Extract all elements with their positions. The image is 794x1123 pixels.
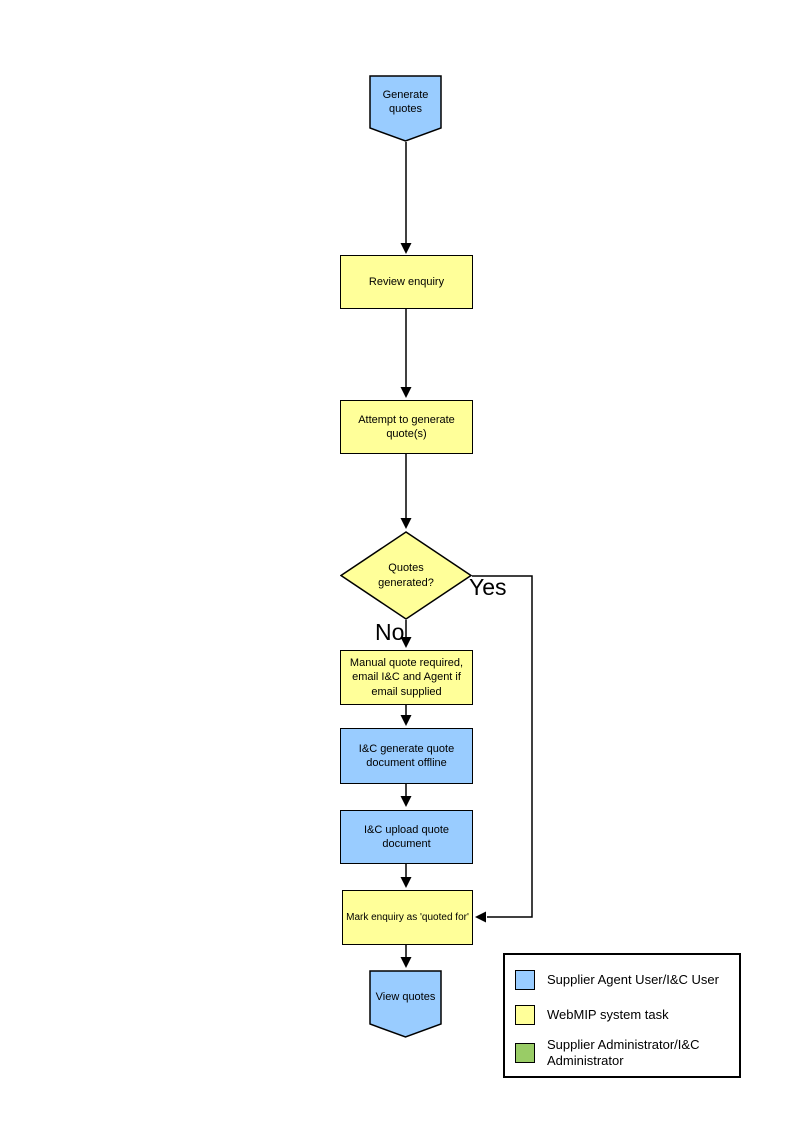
node-ic-upload-quote: I&C upload quote document [340, 810, 473, 864]
arrowhead-into-icupload [400, 796, 412, 807]
edge-no-label: No [375, 619, 405, 645]
edge-yes-label: Yes [469, 574, 507, 600]
node-label: Review enquiry [368, 275, 445, 288]
legend: Supplier Agent User/I&C User WebMIP syst… [503, 953, 741, 1078]
node-mark-enquiry-quoted: Mark enquiry as 'quoted for' [342, 890, 473, 945]
node-attempt-generate-quotes: Attempt to generate quote(s) [340, 400, 473, 454]
node-label: I&C generate quote document offline [358, 742, 455, 769]
legend-item-admin: Supplier Administrator/I&C Administrator [515, 1031, 735, 1075]
node-label: Generate quotes [382, 88, 429, 115]
node-label: View quotes [375, 991, 436, 1004]
legend-label: Supplier Administrator/I&C Administrator [547, 1036, 700, 1068]
arrowhead-into-attempt [400, 387, 412, 398]
legend-label: Supplier Agent User/I&C User [547, 971, 719, 987]
legend-label: WebMIP system task [547, 1006, 669, 1022]
arrowhead-into-mark [400, 877, 412, 888]
node-view-quotes: View quotes [369, 970, 442, 1038]
legend-item-agent-user: Supplier Agent User/I&C User [515, 966, 735, 994]
node-manual-quote-required: Manual quote required, email I&C and Age… [340, 650, 473, 705]
node-quotes-generated-decision: Quotes generated? [340, 531, 472, 620]
connector-yes-branch [472, 575, 533, 918]
node-generate-quotes: Generate quotes [369, 75, 442, 142]
node-label: Manual quote required, email I&C and Age… [349, 657, 464, 698]
arrowhead-into-decision [400, 518, 412, 529]
pentagon-shape [369, 970, 442, 1038]
node-label: Quotes generated? [378, 562, 434, 589]
legend-swatch-agent-user [515, 970, 535, 990]
diamond-shape [340, 531, 472, 620]
node-label: Attempt to generate quote(s) [358, 413, 455, 440]
arrowhead-into-icgenerate [400, 715, 412, 726]
arrowhead-yes-into-mark [475, 911, 486, 923]
arrowhead-into-end [400, 957, 412, 968]
arrowhead-into-review [400, 243, 412, 254]
legend-item-system-task: WebMIP system task [515, 1001, 735, 1029]
node-label: I&C upload quote document [363, 823, 449, 850]
pentagon-shape [369, 75, 442, 142]
legend-swatch-admin [515, 1043, 535, 1063]
node-review-enquiry: Review enquiry [340, 255, 473, 309]
node-ic-generate-quote-offline: I&C generate quote document offline [340, 728, 473, 784]
node-label: Mark enquiry as 'quoted for' [346, 912, 469, 923]
legend-swatch-system-task [515, 1005, 535, 1025]
